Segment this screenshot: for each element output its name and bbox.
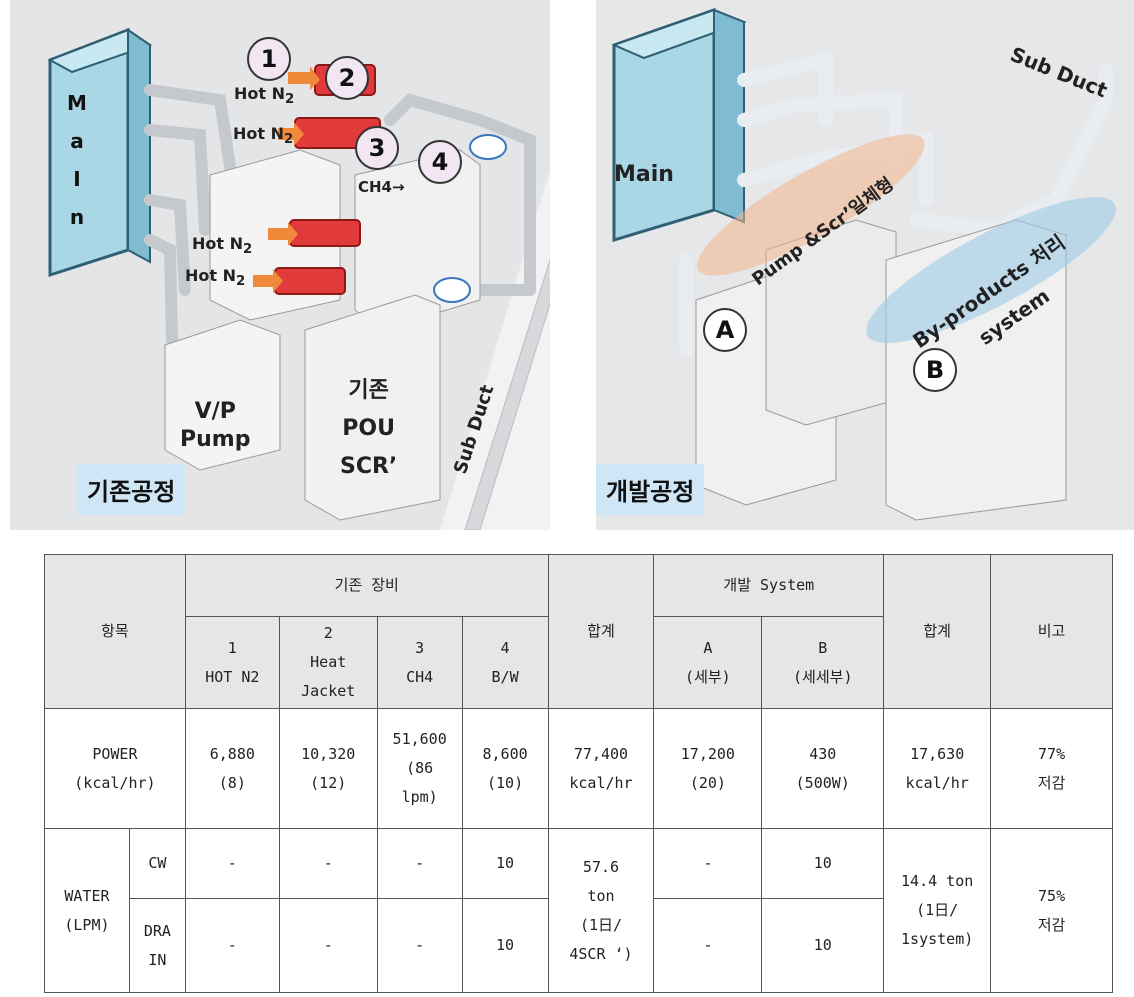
note-header: 비고 (990, 554, 1113, 709)
water-label: WATER(LPM) (44, 828, 130, 993)
power-note: 77%저감 (990, 708, 1113, 829)
cw-cell-2: - (278, 828, 378, 899)
drain-cell-2: - (278, 898, 378, 993)
col-header-a: A(세부) (653, 616, 763, 709)
hot-n2-label-3: Hot N2 (192, 234, 253, 258)
col-header-b: B(세세부) (761, 616, 885, 709)
existing-group-header: 기존 장비 (184, 554, 549, 617)
water-dev-sum: 14.4 ton(1日/1system) (883, 828, 992, 993)
marker-2: 2 (325, 56, 369, 100)
power-cell-a: 17,200(20) (653, 708, 763, 829)
hot-n2-label-2: Hot N2 (233, 124, 294, 148)
ch4-label: CH4→ (358, 178, 405, 196)
drain-cell-a: - (653, 898, 763, 993)
dev-sum-header: 합계 (883, 554, 992, 709)
marker-4: 4 (418, 140, 462, 184)
item-header: 항목 (44, 554, 186, 709)
power-cell-b: 430(500W) (761, 708, 885, 829)
main-duct-label: Main (614, 162, 674, 187)
existing-sum-header: 합계 (547, 554, 655, 709)
drain-cell-3: - (376, 898, 463, 993)
power-cell-1: 6,880(8) (184, 708, 280, 829)
power-label: POWER(kcal/hr) (44, 708, 186, 829)
dev-group-header: 개발 System (653, 554, 885, 617)
existing-process-illustration (10, 0, 550, 530)
drain-cell-4: 10 (461, 898, 549, 993)
power-cell-2: 10,320(12) (278, 708, 378, 829)
drain-cell-1: - (184, 898, 280, 993)
cw-label: CW (128, 828, 186, 899)
cw-cell-3: - (376, 828, 463, 899)
cw-cell-1: - (184, 828, 280, 899)
cw-cell-a: - (653, 828, 763, 899)
developed-process-figure: Main Sub Duct Pump &Scr’일체형 By-products … (596, 0, 1134, 530)
existing-process-caption: 기존공정 (77, 464, 186, 515)
drain-cell-b: 10 (761, 898, 885, 993)
cw-cell-4: 10 (461, 828, 549, 899)
developed-process-caption: 개발공정 (596, 464, 705, 515)
power-cell-4: 8,600(10) (461, 708, 549, 829)
cw-cell-b: 10 (761, 828, 885, 899)
power-row: POWER(kcal/hr) 6,880(8) 10,320(12) 51,60… (44, 708, 1113, 829)
marker-b: B (913, 348, 957, 392)
marker-3: 3 (355, 126, 399, 170)
water-note: 75%저감 (990, 828, 1113, 993)
developed-process-illustration (596, 0, 1134, 530)
marker-1: 1 (247, 37, 291, 81)
hot-n2-label-4: Hot N2 (185, 266, 246, 290)
marker-a: A (703, 308, 747, 352)
hot-n2-label-1: Hot N2 (234, 84, 295, 108)
